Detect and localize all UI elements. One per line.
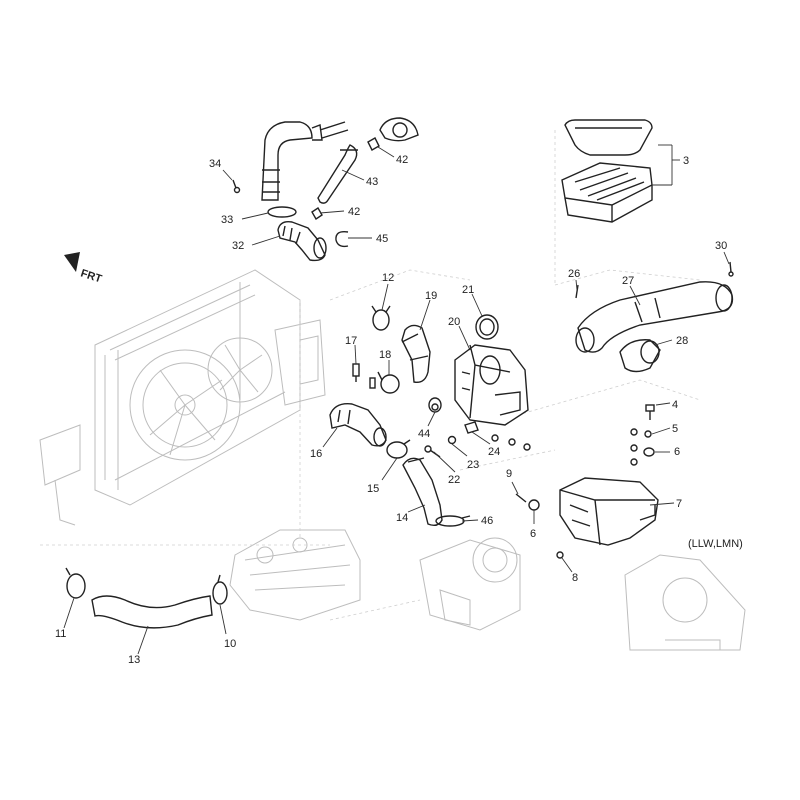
callout-30: 30 bbox=[715, 240, 727, 252]
callout-19: 19 bbox=[425, 290, 437, 302]
grommet-44 bbox=[428, 397, 442, 413]
callout-labels: 3 4 5 6 6 7 8 9 10 11 12 13 14 15 16 17 … bbox=[55, 154, 727, 666]
callout-22: 22 bbox=[448, 474, 460, 486]
front-arrow-icon bbox=[64, 252, 80, 272]
clip-24 bbox=[464, 421, 531, 451]
dashed-guide-lines bbox=[40, 130, 701, 621]
screw-30 bbox=[728, 261, 734, 277]
callout-42-upper: 42 bbox=[396, 154, 408, 166]
charge-air-pipe-upper bbox=[261, 121, 349, 201]
bolt-26 bbox=[575, 284, 579, 299]
air-intake-duct-27 bbox=[575, 281, 734, 353]
callout-11: 11 bbox=[55, 628, 66, 640]
callout-17: 17 bbox=[345, 335, 357, 347]
air-cleaner-housing-7 bbox=[559, 477, 659, 546]
callout-26: 26 bbox=[568, 268, 580, 280]
callout-13: 13 bbox=[128, 654, 140, 666]
callout-43: 43 bbox=[366, 176, 378, 188]
callout-34: 34 bbox=[209, 158, 221, 170]
clamp-15 bbox=[386, 439, 411, 459]
seal-21 bbox=[475, 314, 499, 340]
radiator-hose-13 bbox=[91, 595, 213, 629]
callout-45: 45 bbox=[376, 233, 388, 245]
charge-air-cooler-20 bbox=[454, 344, 529, 426]
nut-23 bbox=[447, 435, 457, 445]
callout-5: 5 bbox=[672, 423, 678, 435]
front-direction-indicator: FRT bbox=[64, 252, 103, 286]
hose-14 bbox=[402, 457, 443, 527]
callout-27: 27 bbox=[622, 275, 634, 287]
hose-19 bbox=[401, 324, 431, 383]
grommet-6 bbox=[630, 428, 655, 466]
air-cleaner-lid bbox=[564, 119, 653, 156]
sensor-17b bbox=[369, 377, 376, 389]
callout-16: 16 bbox=[310, 448, 322, 460]
clip-42-lower bbox=[311, 207, 323, 220]
resonator-28 bbox=[619, 339, 661, 373]
callout-15: 15 bbox=[367, 483, 379, 495]
grommet-6-lower bbox=[528, 499, 540, 511]
seal-33 bbox=[267, 206, 297, 218]
callout-18: 18 bbox=[379, 349, 391, 361]
engine-block-ghost bbox=[229, 529, 746, 651]
callout-21: 21 bbox=[462, 284, 474, 296]
callout-28: 28 bbox=[676, 335, 688, 347]
callout-32: 32 bbox=[232, 240, 244, 252]
ring-45 bbox=[335, 230, 349, 248]
callout-24: 24 bbox=[488, 446, 500, 458]
callout-23: 23 bbox=[467, 459, 479, 471]
bolt-9 bbox=[515, 493, 527, 503]
callout-20: 20 bbox=[448, 316, 460, 328]
radiator-fan-assembly bbox=[39, 269, 326, 526]
front-label: FRT bbox=[79, 267, 103, 285]
callout-6-upper: 6 bbox=[674, 446, 680, 458]
air-filter-element bbox=[561, 162, 653, 223]
callout-10: 10 bbox=[224, 638, 236, 650]
bolt-4 bbox=[645, 404, 655, 420]
callout-6-lower: 6 bbox=[530, 528, 536, 540]
callout-9: 9 bbox=[506, 468, 512, 480]
elbow-16 bbox=[329, 403, 387, 447]
clamp-12 bbox=[371, 305, 391, 331]
washer-5 bbox=[644, 430, 652, 438]
clamp-11 bbox=[65, 567, 86, 599]
callout-7: 7 bbox=[676, 498, 682, 510]
clip-8 bbox=[556, 551, 564, 559]
leader-lines bbox=[63, 144, 730, 655]
hose-43 bbox=[317, 144, 358, 204]
clip-42-upper bbox=[367, 137, 380, 151]
clamp-18 bbox=[377, 371, 400, 394]
callout-12: 12 bbox=[382, 272, 394, 284]
callout-42-lower: 42 bbox=[348, 206, 360, 218]
bolt-34 bbox=[232, 179, 241, 194]
callout-46: 46 bbox=[481, 515, 493, 527]
callout-3: 3 bbox=[683, 155, 689, 167]
callout-8: 8 bbox=[572, 572, 578, 584]
callout-4: 4 bbox=[672, 399, 678, 411]
clamp-10 bbox=[212, 574, 228, 605]
engine-code-note: (LLW,LMN) bbox=[688, 538, 743, 550]
sensor-17 bbox=[352, 363, 360, 382]
throttle-body-ghost bbox=[379, 117, 419, 142]
callout-44: 44 bbox=[418, 428, 430, 440]
callout-14: 14 bbox=[396, 512, 408, 524]
elbow-32 bbox=[277, 220, 327, 262]
callout-33: 33 bbox=[221, 214, 233, 226]
